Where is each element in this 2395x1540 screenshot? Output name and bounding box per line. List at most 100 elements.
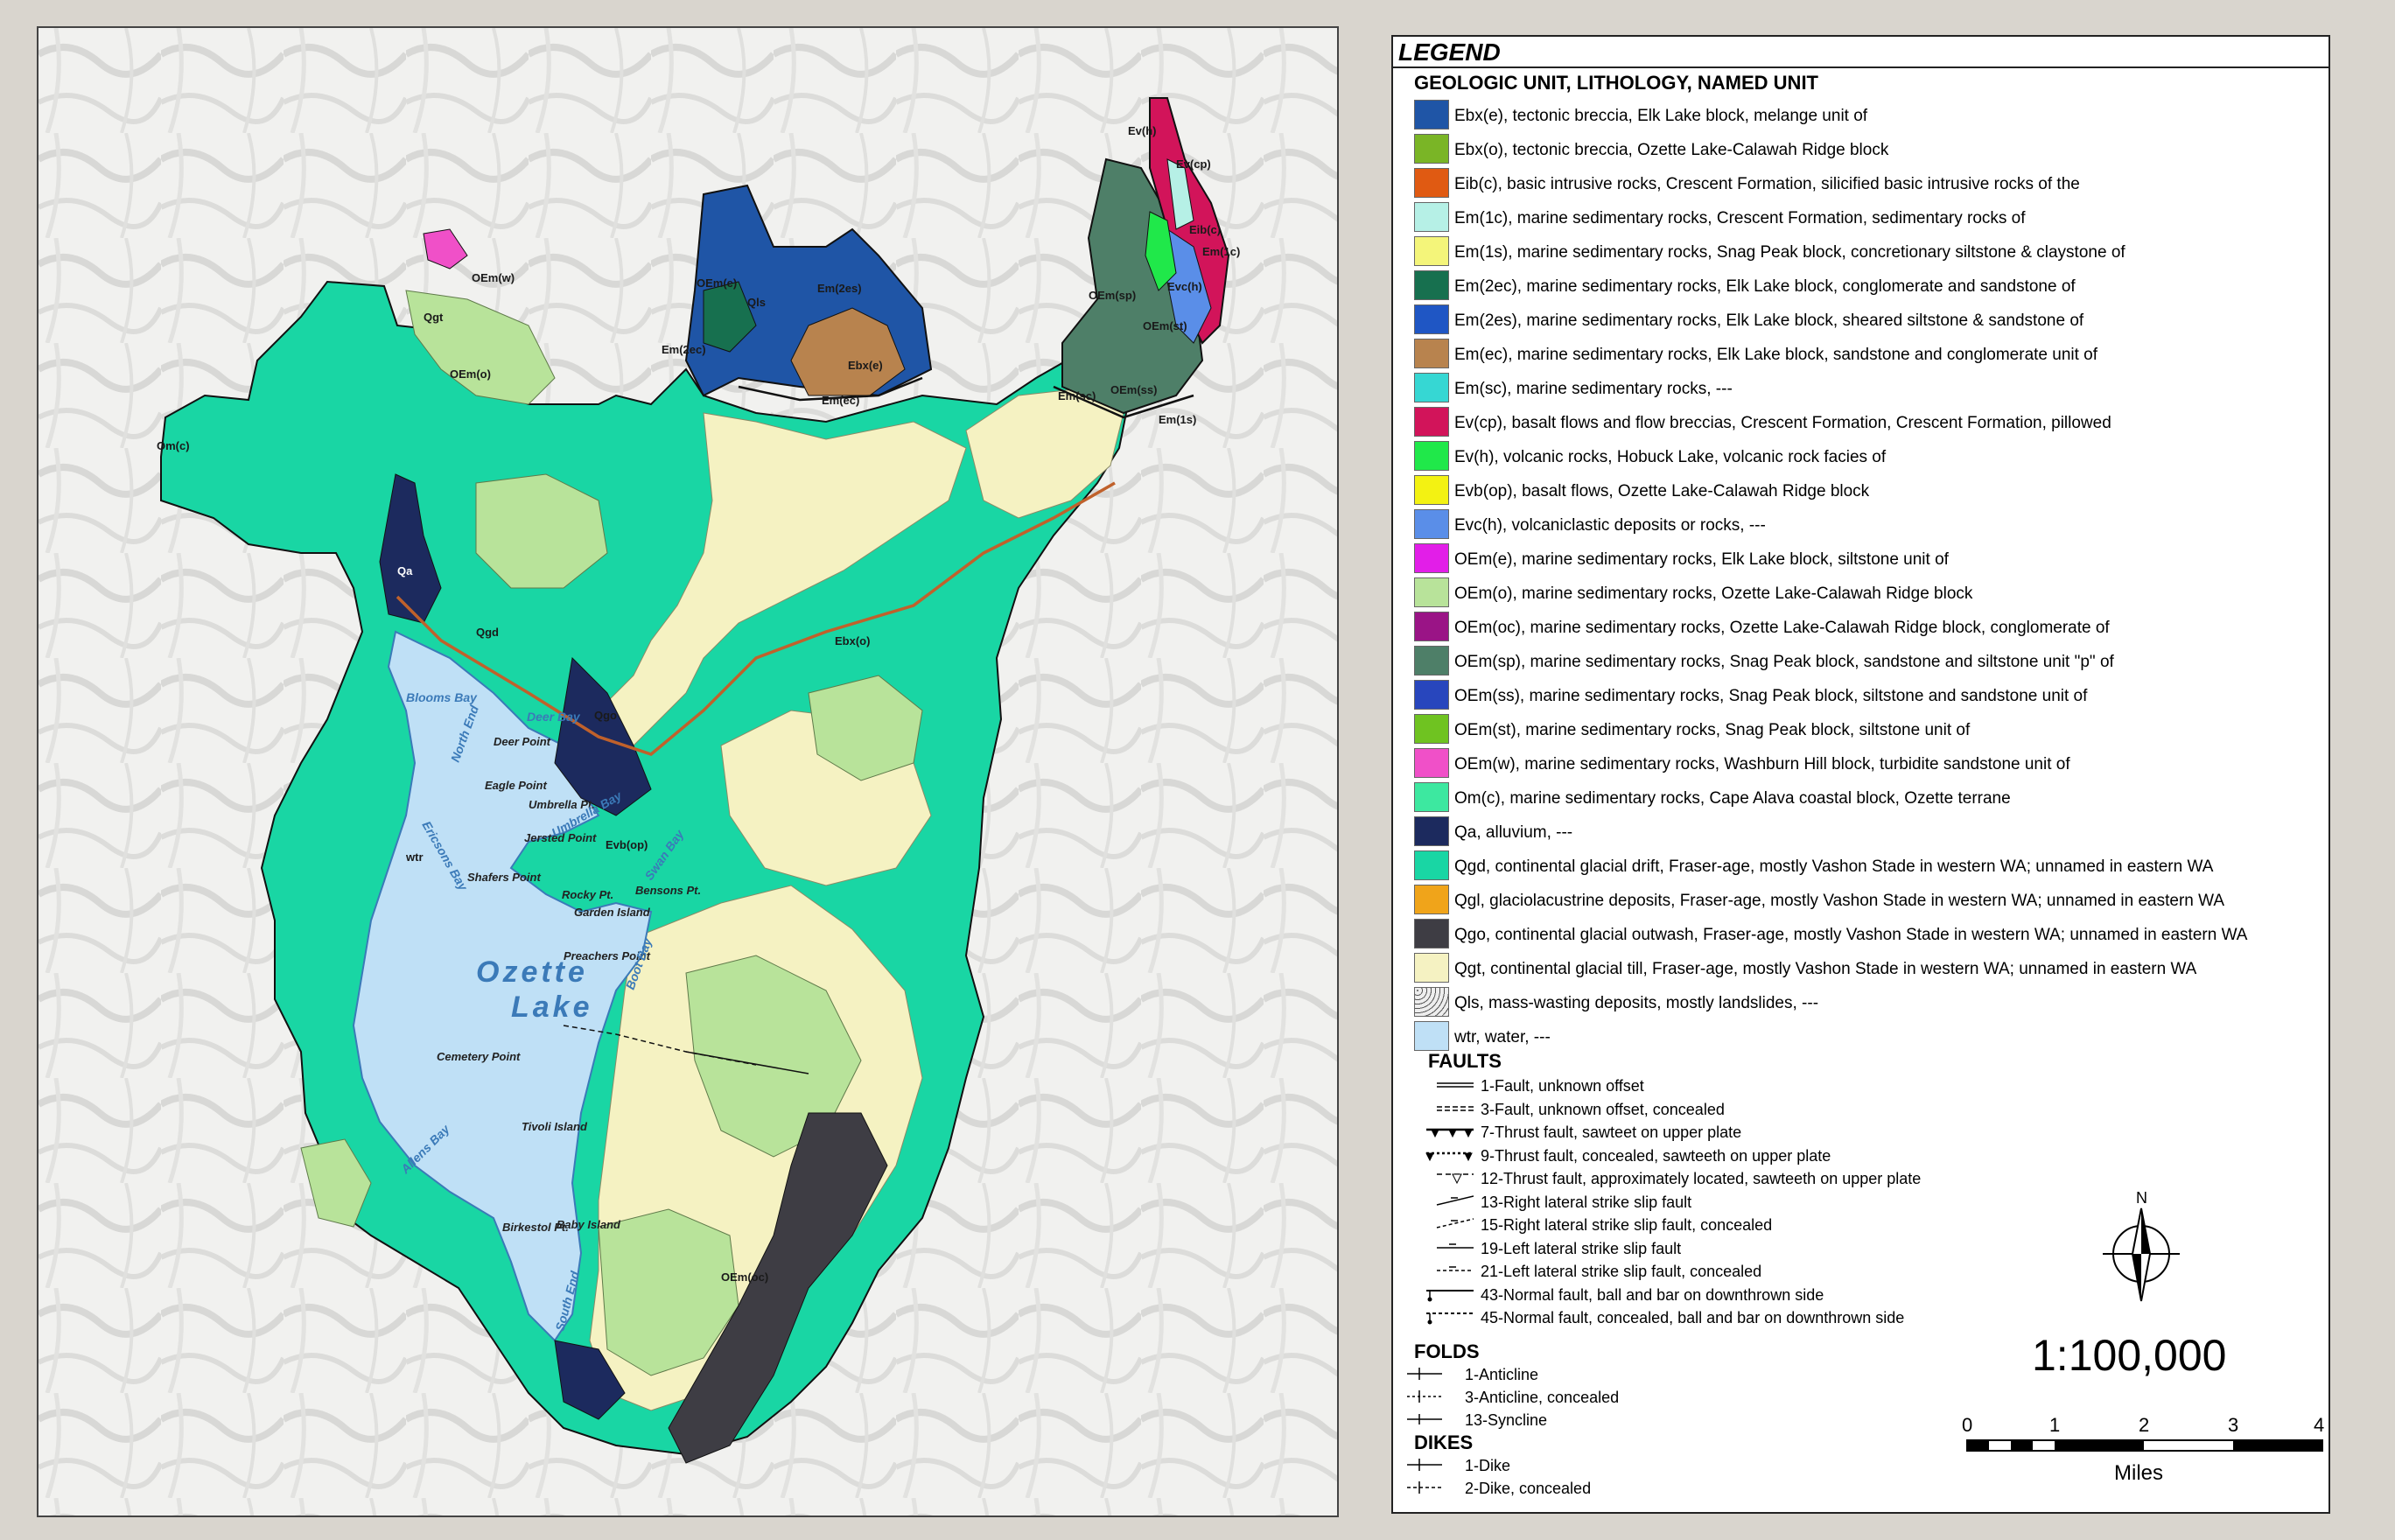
map-area-oemo-5[interactable]: [808, 675, 923, 781]
unit-swatch: [1414, 100, 1449, 130]
unit-swatch: [1414, 782, 1449, 812]
unit-label: Qa: [397, 564, 413, 578]
unit-label: OEm(w), marine sedimentary rocks, Washbu…: [1454, 755, 2070, 774]
place-label: Deer Point: [494, 735, 551, 748]
legend-unit-row[interactable]: Ev(h), volcanic rocks, Hobuck Lake, volc…: [1414, 439, 2324, 471]
unit-label: Em(2ec), marine sedimentary rocks, Elk L…: [1454, 277, 2076, 296]
map-area-em2ec[interactable]: [703, 281, 757, 353]
legend-symbol-row[interactable]: 19-Left lateral strike slip fault: [1419, 1237, 2032, 1260]
place-label: Shafers Point: [467, 871, 541, 884]
unit-label: wtr, water, ---: [1454, 1028, 1551, 1046]
legend-unit-row[interactable]: Qa, alluvium, ---: [1414, 815, 2324, 846]
legend-unit-row[interactable]: Qls, mass-wasting deposits, mostly lands…: [1414, 985, 2324, 1017]
unit-swatch: [1414, 304, 1449, 334]
legend-unit-row[interactable]: OEm(sp), marine sedimentary rocks, Snag …: [1414, 644, 2324, 676]
map-area-qgt-east[interactable]: [965, 386, 1124, 519]
legend-symbol-row[interactable]: 1-Fault, unknown offset: [1419, 1074, 2032, 1097]
legend-unit-row[interactable]: Ev(cp), basalt flows and flow breccias, …: [1414, 405, 2324, 437]
legend-unit-row[interactable]: Em(sc), marine sedimentary rocks, ---: [1414, 371, 2324, 402]
unit-label: OEm(o), marine sedimentary rocks, Ozette…: [1454, 584, 1973, 603]
legend-unit-row[interactable]: OEm(e), marine sedimentary rocks, Elk La…: [1414, 542, 2324, 573]
road-line[interactable]: [396, 481, 1116, 756]
lake-ozette-water[interactable]: [352, 630, 653, 1342]
legend-symbol-row[interactable]: 12-Thrust fault, approximately located, …: [1419, 1167, 2032, 1190]
place-label: Garden Island: [574, 906, 651, 919]
dike-icon: [1407, 1459, 1442, 1471]
legend-symbol-row[interactable]: 45-Normal fault, concealed, ball and bar…: [1419, 1306, 2032, 1329]
legend-symbol-row[interactable]: 13-Syncline: [1404, 1409, 2016, 1432]
scale-ratio: 1:100,000: [2032, 1331, 2227, 1380]
unit-label: OEm(e): [697, 276, 737, 290]
unit-label: Om(c): [157, 439, 190, 452]
legend-symbol-row[interactable]: 1-Dike: [1404, 1454, 2016, 1477]
legend-unit-row[interactable]: Eib(c), basic intrusive rocks, Crescent …: [1414, 166, 2324, 198]
unit-swatch: [1414, 270, 1449, 300]
legend-subtitle: GEOLOGIC UNIT, LITHOLOGY, NAMED UNIT: [1414, 72, 1818, 94]
legend-unit-row[interactable]: Em(ec), marine sedimentary rocks, Elk La…: [1414, 337, 2324, 368]
thrust-fault-line[interactable]: [738, 376, 923, 402]
map-area-qgo[interactable]: [668, 1112, 888, 1464]
legend-symbol-row[interactable]: 21-Left lateral strike slip fault, conce…: [1419, 1260, 2032, 1283]
map-area-emec[interactable]: [790, 307, 906, 396]
map-area-em1c[interactable]: [1166, 158, 1194, 230]
unit-label: Em(2ec): [662, 343, 706, 356]
unit-label: Evb(op): [606, 838, 648, 851]
map-area-oemw[interactable]: [423, 228, 468, 270]
unit-label: Ebx(e), tectonic breccia, Elk Lake block…: [1454, 107, 1868, 125]
lake-name-ozette: Ozette: [476, 956, 588, 989]
legend-symbol-row[interactable]: 2-Dike, concealed: [1404, 1477, 2016, 1500]
dike-dotted-icon: [1407, 1481, 1442, 1494]
unit-label: Qgt, continental glacial till, Fraser-ag…: [1454, 960, 2197, 978]
legend-unit-row[interactable]: Evb(op), basalt flows, Ozette Lake-Calaw…: [1414, 473, 2324, 505]
legend-symbol-row[interactable]: 3-Anticline, concealed: [1404, 1386, 2016, 1409]
legend-unit-row[interactable]: OEm(ss), marine sedimentary rocks, Snag …: [1414, 678, 2324, 710]
legend-unit-row[interactable]: Qgt, continental glacial till, Fraser-ag…: [1414, 951, 2324, 983]
legend-unit-row[interactable]: OEm(w), marine sedimentary rocks, Washbu…: [1414, 746, 2324, 778]
legend-unit-row[interactable]: Em(2ec), marine sedimentary rocks, Elk L…: [1414, 269, 2324, 300]
unit-label: Em(ec): [822, 394, 859, 407]
legend-symbol-row[interactable]: 9-Thrust fault, concealed, sawteeth on u…: [1419, 1144, 2032, 1167]
legend-unit-row[interactable]: Em(1c), marine sedimentary rocks, Cresce…: [1414, 200, 2324, 232]
unit-label: OEm(st): [1143, 319, 1187, 332]
unit-label: OEm(e), marine sedimentary rocks, Elk La…: [1454, 550, 1949, 569]
thrust-fault-line-ne[interactable]: [1053, 385, 1194, 419]
unit-label: Em(1c): [1202, 245, 1240, 258]
map-area-oemo-4[interactable]: [598, 1208, 739, 1376]
legend-unit-row[interactable]: Evc(h), volcaniclastic deposits or rocks…: [1414, 508, 2324, 539]
legend-symbol-row[interactable]: 3-Fault, unknown offset, concealed: [1419, 1098, 2032, 1121]
map-area-qa-north[interactable]: [379, 473, 442, 624]
legend-unit-row[interactable]: Qgl, glaciolacustrine deposits, Fraser-a…: [1414, 883, 2324, 914]
legend-unit-row[interactable]: Qgd, continental glacial drift, Fraser-a…: [1414, 849, 2324, 880]
syncline-line[interactable]: [685, 1051, 809, 1074]
legend-unit-row[interactable]: OEm(o), marine sedimentary rocks, Ozette…: [1414, 576, 2324, 607]
unit-swatch: [1414, 339, 1449, 368]
map-area-oemo-6[interactable]: [300, 1138, 372, 1228]
map-area-evh[interactable]: [1145, 211, 1177, 291]
legend-unit-row[interactable]: OEm(st), marine sedimentary rocks, Snag …: [1414, 712, 2324, 744]
strike-slip-left-icon: [1437, 1242, 1474, 1249]
legend-unit-row[interactable]: wtr, water, ---: [1414, 1019, 2324, 1051]
legend-unit-row[interactable]: Em(2es), marine sedimentary rocks, Elk L…: [1414, 303, 2324, 334]
unit-label: Ev(h), volcanic rocks, Hobuck Lake, volc…: [1454, 448, 1887, 466]
legend-unit-row[interactable]: Om(c), marine sedimentary rocks, Cape Al…: [1414, 780, 2324, 812]
legend-symbol-row[interactable]: 15-Right lateral strike slip fault, conc…: [1419, 1214, 2032, 1236]
legend-unit-row[interactable]: OEm(oc), marine sedimentary rocks, Ozett…: [1414, 610, 2324, 641]
legend-symbol-row[interactable]: 13-Right lateral strike slip fault: [1419, 1191, 2032, 1214]
geologic-map[interactable]: Ozette Lake Deer Point Eagle Point Umbre…: [37, 26, 1339, 1517]
unit-label: OEm(o): [450, 368, 491, 381]
legend-symbol-row[interactable]: 1-Anticline: [1404, 1363, 2016, 1386]
unit-swatch: [1414, 475, 1449, 505]
map-area-oemo-2[interactable]: [475, 473, 608, 589]
legend-unit-row[interactable]: Ebx(o), tectonic breccia, Ozette Lake-Ca…: [1414, 132, 2324, 164]
unit-label: OEm(sp): [1089, 289, 1136, 302]
legend-unit-row[interactable]: Em(1s), marine sedimentary rocks, Snag P…: [1414, 234, 2324, 266]
legend-symbol-row[interactable]: 43-Normal fault, ball and bar on downthr…: [1419, 1284, 2032, 1306]
legend-unit-row[interactable]: Qgo, continental glacial outwash, Fraser…: [1414, 917, 2324, 948]
legend-symbol-row[interactable]: 7-Thrust fault, sawteet on upper plate: [1419, 1121, 2032, 1144]
map-area-oemo[interactable]: [405, 290, 556, 405]
map-area-qgt[interactable]: [580, 412, 967, 800]
unit-label: Qgo: [594, 709, 617, 722]
map-area-qa-south[interactable]: [554, 1340, 626, 1420]
legend-unit-row[interactable]: Ebx(e), tectonic breccia, Elk Lake block…: [1414, 98, 2324, 130]
unit-swatch: [1414, 543, 1449, 573]
